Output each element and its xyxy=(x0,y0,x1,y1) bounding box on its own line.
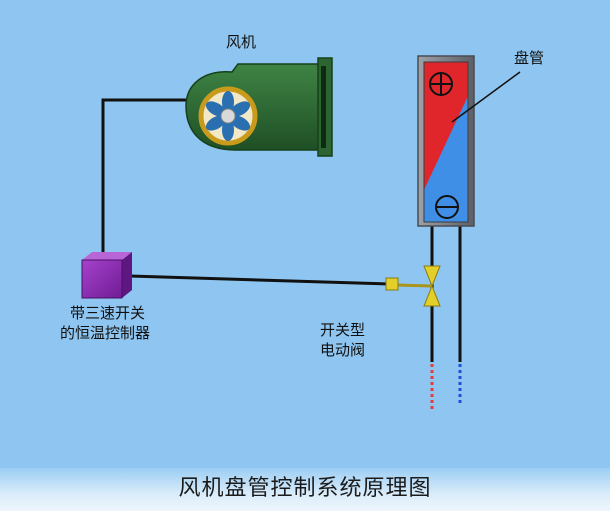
coil-label: 盘管 xyxy=(514,49,545,67)
minus-symbol-icon xyxy=(435,195,459,219)
supply-flow-dot xyxy=(430,376,434,379)
return-flow-dots xyxy=(458,364,462,403)
wire-controller-to-valve xyxy=(129,274,391,286)
controller-box-icon xyxy=(81,252,132,299)
coil-leader-line xyxy=(451,71,521,123)
return-flow-dot xyxy=(458,388,462,391)
valve-body-bottom xyxy=(423,284,441,307)
return-flow-dot xyxy=(458,364,462,367)
return-flow-dot xyxy=(458,400,462,403)
fan-outlet-opening xyxy=(321,66,326,148)
valve-label-line2: 电动阀 xyxy=(320,341,366,359)
water-pipes xyxy=(430,224,462,362)
supply-flow-dot xyxy=(430,406,434,409)
actuator-icon xyxy=(385,277,399,291)
controller-label-line2: 的恒温控制器 xyxy=(60,324,151,342)
footer-band xyxy=(0,468,610,511)
control-wiring xyxy=(101,98,391,286)
valve-icon xyxy=(385,265,441,307)
supply-flow-dot xyxy=(430,400,434,403)
diagram-title: 风机盘管控制系统原理图 xyxy=(178,476,432,501)
controller-label-line1: 带三速开关 xyxy=(70,304,146,322)
impeller-icon xyxy=(198,86,258,146)
fan-icon xyxy=(185,57,333,157)
supply-flow-dot xyxy=(430,388,434,391)
wire-controller-to-fan xyxy=(101,98,200,253)
fan-label: 风机 xyxy=(226,33,257,51)
supply-flow-dot xyxy=(430,382,434,385)
supply-flow-dot xyxy=(430,364,434,367)
return-flow-dot xyxy=(458,370,462,373)
supply-flow-dots xyxy=(430,364,434,409)
valve-label-line1: 开关型 xyxy=(320,321,366,339)
return-flow-dot xyxy=(458,394,462,397)
valve-body-top xyxy=(423,265,441,288)
supply-flow-dot xyxy=(430,394,434,397)
return-flow-dot xyxy=(458,376,462,379)
plus-symbol-icon xyxy=(429,72,453,96)
supply-flow-dot xyxy=(430,370,434,373)
return-flow-dot xyxy=(458,382,462,385)
coil-icon xyxy=(417,55,475,227)
